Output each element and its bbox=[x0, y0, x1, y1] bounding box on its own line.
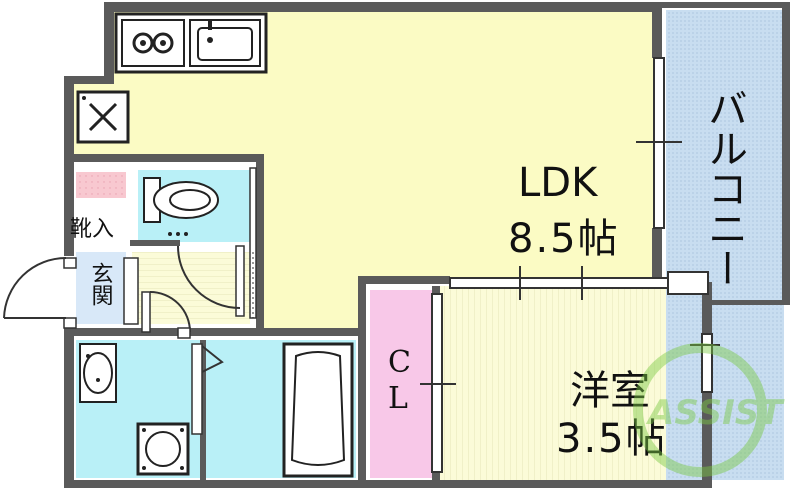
balcony-name: バルコニー bbox=[701, 88, 747, 288]
hallway-floor bbox=[132, 252, 250, 324]
toilet-window bbox=[249, 167, 257, 319]
western-window bbox=[690, 333, 720, 393]
entrance-label: 玄関 bbox=[88, 262, 113, 306]
ldk-floor bbox=[72, 8, 655, 328]
closet-label-top: C bbox=[388, 345, 411, 380]
watermark-text: ASSIST bbox=[645, 393, 785, 433]
entrance-floor bbox=[76, 252, 126, 324]
walls bbox=[64, 2, 790, 488]
sink-icon bbox=[197, 20, 253, 61]
balcony-floor bbox=[666, 10, 784, 480]
ldk-size: 8.5帖 bbox=[508, 216, 620, 262]
shoe-box-door bbox=[123, 257, 139, 325]
bathtub-icon bbox=[282, 342, 354, 478]
western-room-floor bbox=[440, 286, 702, 480]
stove-icon bbox=[132, 32, 174, 54]
bathroom-door bbox=[191, 343, 224, 435]
washbasin-icon bbox=[79, 343, 117, 403]
western-room-name: 洋室 bbox=[570, 368, 650, 414]
washroom-door bbox=[141, 291, 191, 339]
closet-label-bottom: L bbox=[388, 381, 408, 416]
toilet-icon bbox=[143, 177, 219, 236]
toilet-door bbox=[177, 245, 245, 317]
washing-machine-icon bbox=[136, 422, 190, 476]
shoe-box-label: 靴入 bbox=[70, 217, 114, 242]
closet-door bbox=[420, 293, 456, 473]
watermark-logo: ASSIST bbox=[633, 343, 785, 477]
fridge-icon bbox=[76, 90, 130, 144]
shoe-box-area bbox=[76, 172, 126, 198]
balcony-window bbox=[636, 57, 682, 229]
western-room-size: 3.5帖 bbox=[556, 416, 668, 462]
entrance-door bbox=[3, 257, 77, 329]
ldk-name: LDK bbox=[518, 160, 599, 206]
balcony-corner bbox=[667, 271, 709, 295]
